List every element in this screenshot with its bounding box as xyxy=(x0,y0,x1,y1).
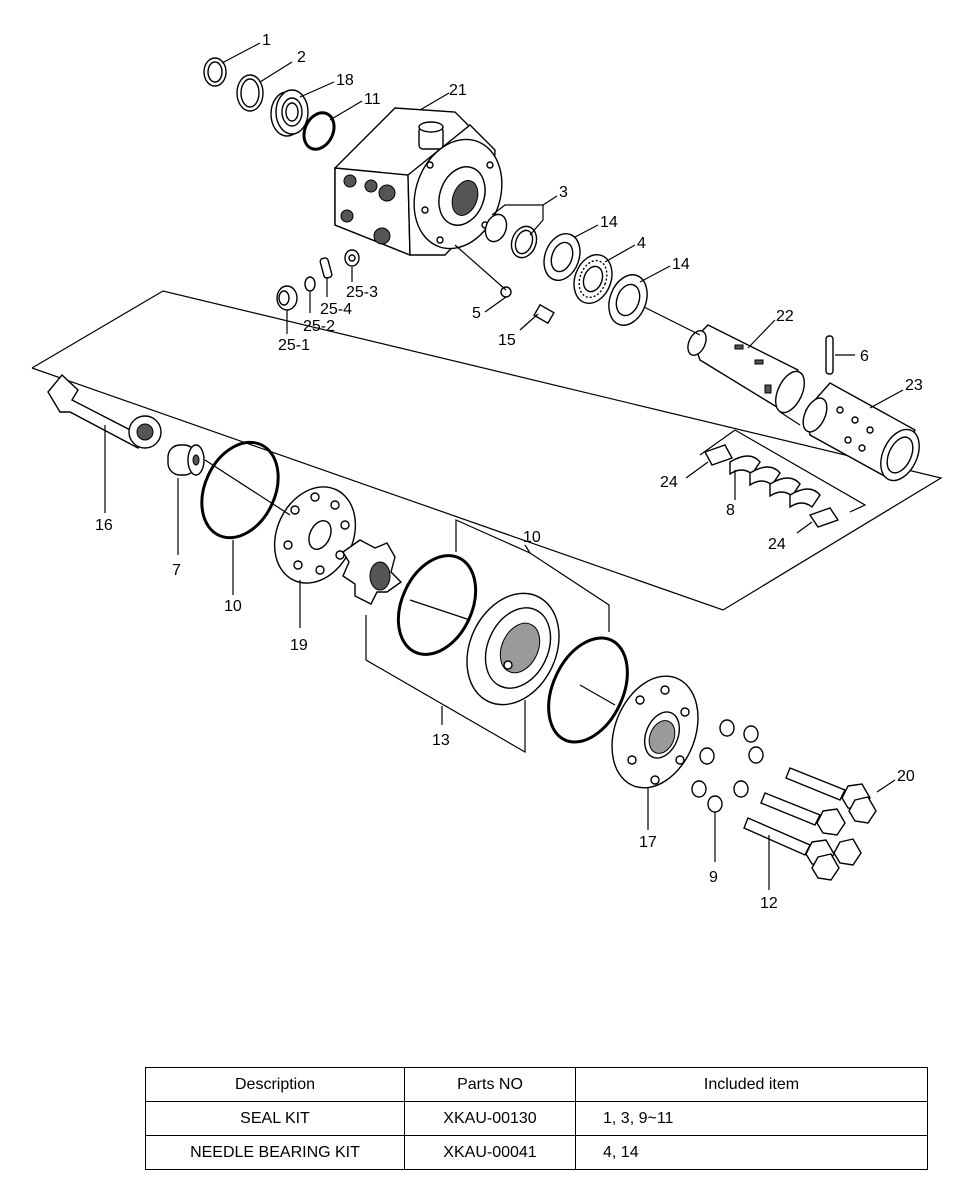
table-row: NEEDLE BEARING KIT XKAU-00041 4, 14 xyxy=(145,1135,928,1170)
kit-parts-table: Description Parts NO Included item SEAL … xyxy=(145,1067,928,1170)
part-19-plate xyxy=(273,486,357,584)
callout-8: 8 xyxy=(726,502,735,519)
callout-5: 5 xyxy=(472,305,481,322)
callout-1: 1 xyxy=(262,32,271,49)
part-5-ball xyxy=(500,286,512,298)
part-22-spool xyxy=(687,324,806,414)
header-included-item: Included item xyxy=(575,1067,928,1102)
callout-19: 19 xyxy=(290,637,308,654)
table-header-row: Description Parts NO Included item xyxy=(145,1067,928,1102)
part-25-check-valve xyxy=(276,249,360,311)
callout-14a: 14 xyxy=(600,214,618,231)
part-10-oring-c xyxy=(547,636,629,744)
callout-24b: 24 xyxy=(768,536,786,553)
part-10-oring-a xyxy=(200,440,280,540)
row-parts-no: XKAU-00041 xyxy=(404,1135,576,1170)
callout-23: 23 xyxy=(905,377,923,394)
part-3-rings xyxy=(484,213,538,259)
part-14-washer-a xyxy=(543,233,581,281)
callout-14b: 14 xyxy=(672,256,690,273)
callout-11: 11 xyxy=(364,91,381,108)
callout-21: 21 xyxy=(449,82,467,99)
callout-3: 3 xyxy=(559,184,568,201)
callout-25-3: 25-3 xyxy=(346,284,378,301)
part-18-seal xyxy=(270,89,309,137)
callout-17: 17 xyxy=(639,834,657,851)
callout-22: 22 xyxy=(776,308,794,325)
header-description: Description xyxy=(145,1067,405,1102)
assembly-frame xyxy=(31,290,943,611)
callout-labels: 1 2 18 11 21 3 14 4 14 5 15 25-3 25-4 25… xyxy=(95,32,923,912)
callout-18: 18 xyxy=(336,72,354,89)
part-21-housing xyxy=(334,107,503,257)
part-7-bearing xyxy=(167,444,205,476)
callout-7: 7 xyxy=(172,562,181,579)
callout-25-2: 25-2 xyxy=(303,318,335,335)
part-15-plug xyxy=(533,303,555,325)
callout-12: 12 xyxy=(760,895,778,912)
leader-lines xyxy=(104,42,904,890)
part-11-oring xyxy=(302,111,336,151)
callout-24a: 24 xyxy=(660,474,678,491)
row-description: NEEDLE BEARING KIT xyxy=(145,1135,405,1170)
row-parts-no: XKAU-00130 xyxy=(404,1101,576,1136)
table-row: SEAL KIT XKAU-00130 1, 3, 9~11 xyxy=(145,1101,928,1136)
callout-10b: 10 xyxy=(523,529,541,546)
row-description: SEAL KIT xyxy=(145,1101,405,1136)
callout-2: 2 xyxy=(297,49,306,66)
header-parts-no: Parts NO xyxy=(404,1067,576,1102)
callout-20: 20 xyxy=(897,768,915,785)
callout-25-4: 25-4 xyxy=(320,301,352,318)
exploded-parts-diagram: 1 2 18 11 21 3 14 4 14 5 15 25-3 25-4 25… xyxy=(31,32,943,912)
callout-4: 4 xyxy=(637,235,646,252)
part-1-ring xyxy=(203,57,227,87)
row-included-item: 1, 3, 9~11 xyxy=(575,1101,928,1136)
part-13-rotor xyxy=(342,539,403,605)
callout-25-1: 25-1 xyxy=(278,337,310,354)
callout-10a: 10 xyxy=(224,598,242,615)
part-6-pin xyxy=(825,335,834,375)
part-17-end-cap xyxy=(611,675,699,789)
callout-15: 15 xyxy=(498,332,516,349)
part-23-sleeve xyxy=(802,382,920,482)
part-14-washer-b xyxy=(608,274,648,326)
part-12-20-bolts xyxy=(743,767,877,881)
callout-6: 6 xyxy=(860,348,869,365)
callout-13: 13 xyxy=(432,732,450,749)
part-9-washers xyxy=(691,719,764,813)
row-included-item: 4, 14 xyxy=(575,1135,928,1170)
callout-9: 9 xyxy=(709,869,718,886)
part-8-24-springs xyxy=(699,429,867,528)
part-13-stator xyxy=(466,592,560,706)
callout-16: 16 xyxy=(95,517,113,534)
part-2-ring xyxy=(236,74,264,112)
part-4-needle-bearing xyxy=(573,254,613,304)
part-16-drive-shaft xyxy=(47,373,162,450)
